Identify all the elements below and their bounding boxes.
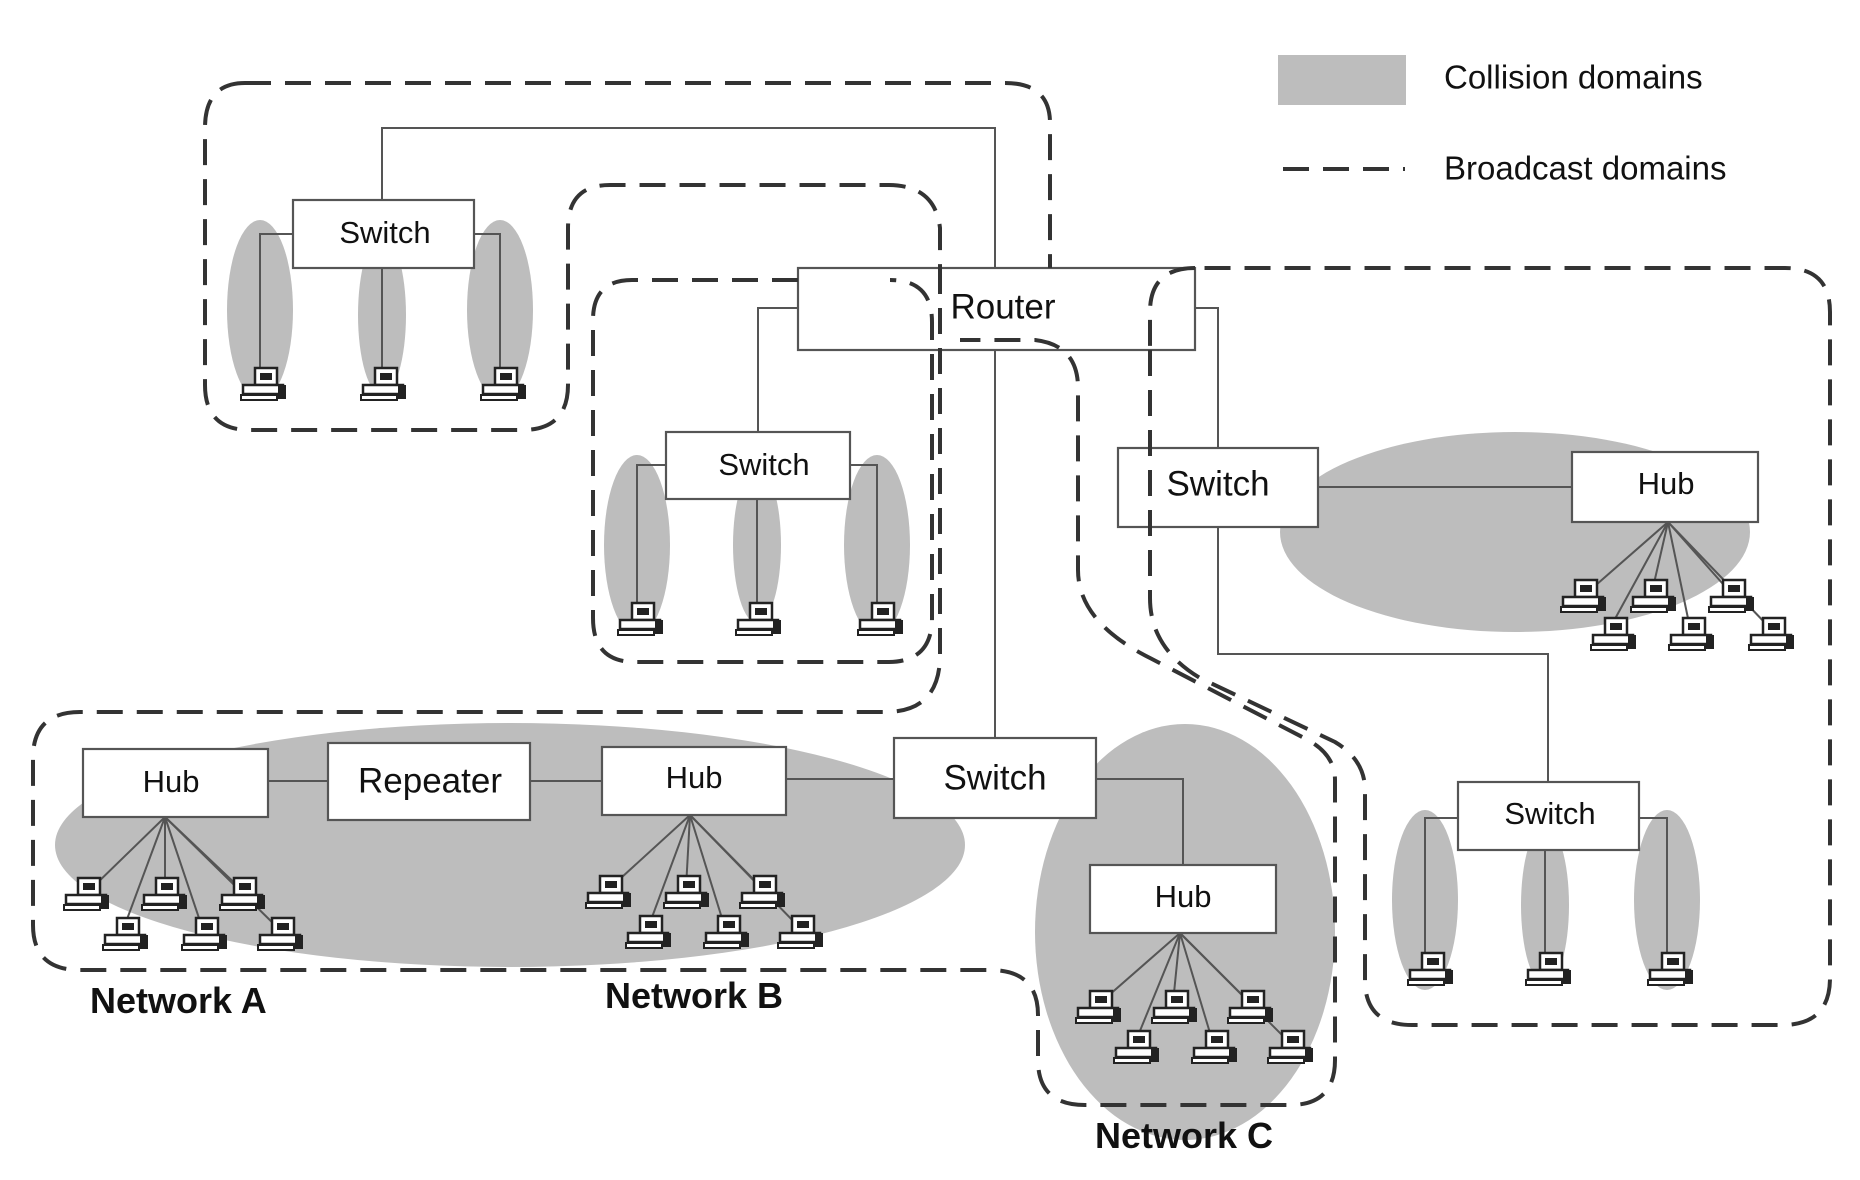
switch-bottom: Switch [892, 736, 1098, 820]
broadcast-domains [31, 81, 1832, 1107]
legend-collision-swatch [1278, 55, 1406, 105]
broadcast-domain-top-switch [245, 81, 1052, 268]
broadcast-domain-mid-switch [591, 278, 934, 664]
switch-mid: Switch [664, 430, 852, 501]
network-b-label: Network B [605, 975, 783, 1016]
network-a-label: Network A [90, 980, 267, 1021]
switch-right-label: Switch [1166, 464, 1269, 503]
switch-top: Switch [291, 198, 476, 270]
router-label: Router [950, 287, 1055, 326]
computer-icon [734, 601, 783, 637]
hub-a-fan [89, 816, 281, 931]
collision-domains [55, 220, 1750, 1140]
computer-icon [1747, 616, 1796, 652]
broadcast-domain-right [1148, 266, 1832, 1027]
hub-right-label: Hub [1638, 466, 1695, 501]
network-labels: Network A Network B Network C [90, 975, 1273, 1156]
legend-collision-label: Collision domains [1444, 59, 1703, 96]
repeater: Repeater [326, 741, 532, 822]
broadcast-domain-right-inner [1148, 266, 1196, 350]
hub-c: Hub [1088, 863, 1278, 935]
legend-broadcast-label: Broadcast domains [1444, 150, 1726, 187]
computer-icon [1707, 578, 1756, 614]
switch-mid-label: Switch [718, 447, 809, 482]
repeater-label: Repeater [358, 761, 502, 800]
hub-right: Hub [1570, 450, 1760, 524]
hub-c-label: Hub [1155, 879, 1212, 914]
hub-b: Hub [600, 745, 788, 817]
hub-a: Hub [81, 747, 270, 819]
router: Router [796, 266, 1197, 352]
network-c-label: Network C [1095, 1115, 1273, 1156]
switch-bottom-right: Switch [1456, 780, 1641, 852]
hub-a-label: Hub [143, 764, 200, 799]
computer-icon [101, 916, 150, 952]
switch-bottom-label: Switch [943, 758, 1046, 797]
hub-b-label: Hub [666, 760, 723, 795]
switch-bottom-right-label: Switch [1504, 796, 1595, 831]
devices: Router Switch Switch Switch Hub Switch H… [81, 198, 1760, 935]
switch-top-label: Switch [339, 215, 430, 250]
legend: Collision domains Broadcast domains [1278, 55, 1726, 187]
computer-icon [1667, 616, 1716, 652]
broadcast-domain-network-ab [31, 268, 1337, 1107]
broadcast-domain-top-switch-body [203, 81, 942, 432]
